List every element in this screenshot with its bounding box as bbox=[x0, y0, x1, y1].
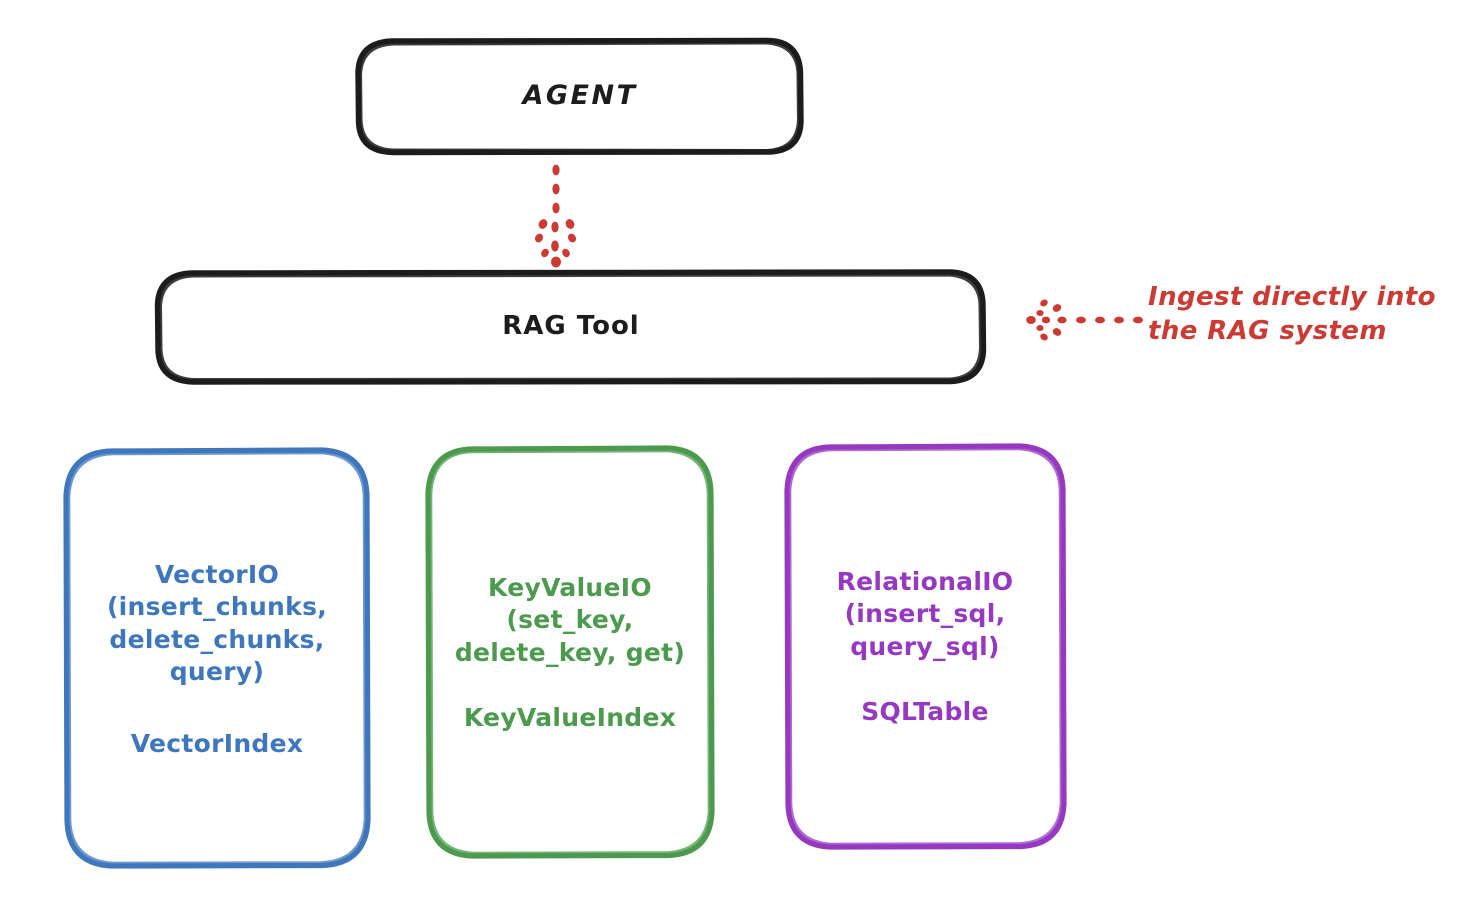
key-value-io-node[interactable]: KeyValueIO (set_key, delete_key, get) Ke… bbox=[428, 448, 712, 856]
relational-io-label: RelationalIO (insert_sql, query_sql) bbox=[836, 566, 1014, 661]
rag-tool-node[interactable]: RAG Tool bbox=[158, 272, 984, 382]
rag-tool-label: RAG Tool bbox=[502, 311, 640, 342]
agent-to-rag-connector bbox=[534, 164, 577, 268]
relational-io-node[interactable]: RelationalIO (insert_sql, query_sql) SQL… bbox=[788, 446, 1062, 846]
ingest-arrow-connector bbox=[1026, 299, 1143, 341]
vector-io-label: VectorIO (insert_chunks, delete_chunks, … bbox=[106, 559, 328, 687]
ingest-annotation-label: Ingest directly into the RAG system bbox=[1148, 282, 1436, 346]
vector-io-node[interactable]: VectorIO (insert_chunks, delete_chunks, … bbox=[66, 450, 368, 866]
vector-index-label: VectorIndex bbox=[130, 728, 304, 758]
key-value-index-label: KeyValueIndex bbox=[463, 703, 677, 733]
key-value-io-label: KeyValueIO (set_key, delete_key, get) bbox=[454, 572, 686, 667]
agent-node[interactable]: AGENT bbox=[358, 40, 802, 153]
sql-table-label: SQLTable bbox=[861, 697, 989, 727]
agent-label: AGENT bbox=[522, 80, 638, 112]
